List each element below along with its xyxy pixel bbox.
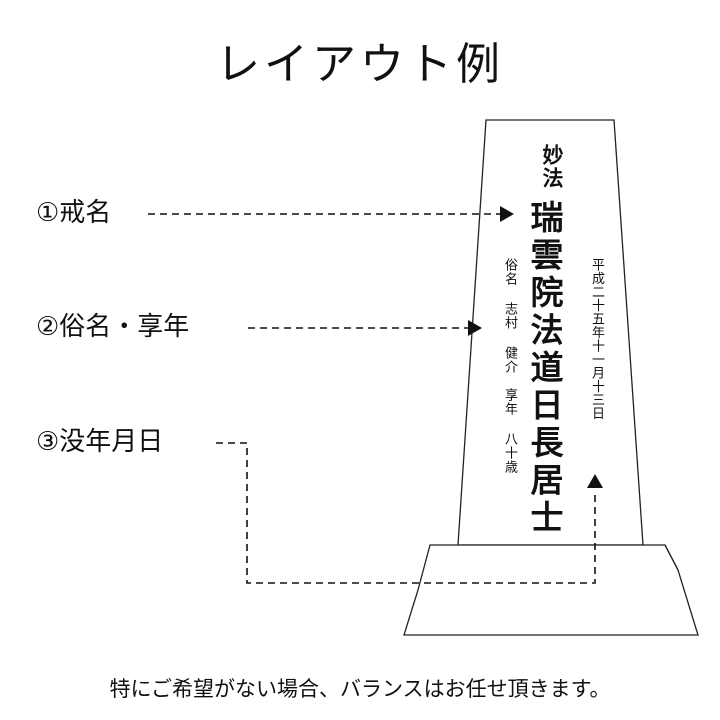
arrow-zokumyo-head [468,320,482,336]
label-kaimyo: ①戒名 [36,198,112,228]
stone-upper-small: 妙法 [540,144,565,190]
page-title: レイアウト例 [216,39,504,90]
stone-kaimyo: 瑞雲院法道日長居士 [525,200,564,538]
stone-kyonen: 享年 八十歳 [502,388,517,474]
footer-note: 特にご希望がない場合、バランスはお任せ頂きます。 [109,677,611,701]
stone-base-edge [664,544,679,571]
label-botsunengappi: ③没年月日 [36,427,164,457]
stone-date: 平成二十五年十一月十三日 [589,258,604,420]
arrow-kaimyo-head [500,206,514,222]
arrow-date-head [587,474,603,488]
stone-zokumyo: 俗名 志村 健介 [502,258,517,374]
label-zokumyo: ②俗名・享年 [36,312,190,342]
stone-base [403,544,699,636]
arrow-date-line [216,442,596,584]
